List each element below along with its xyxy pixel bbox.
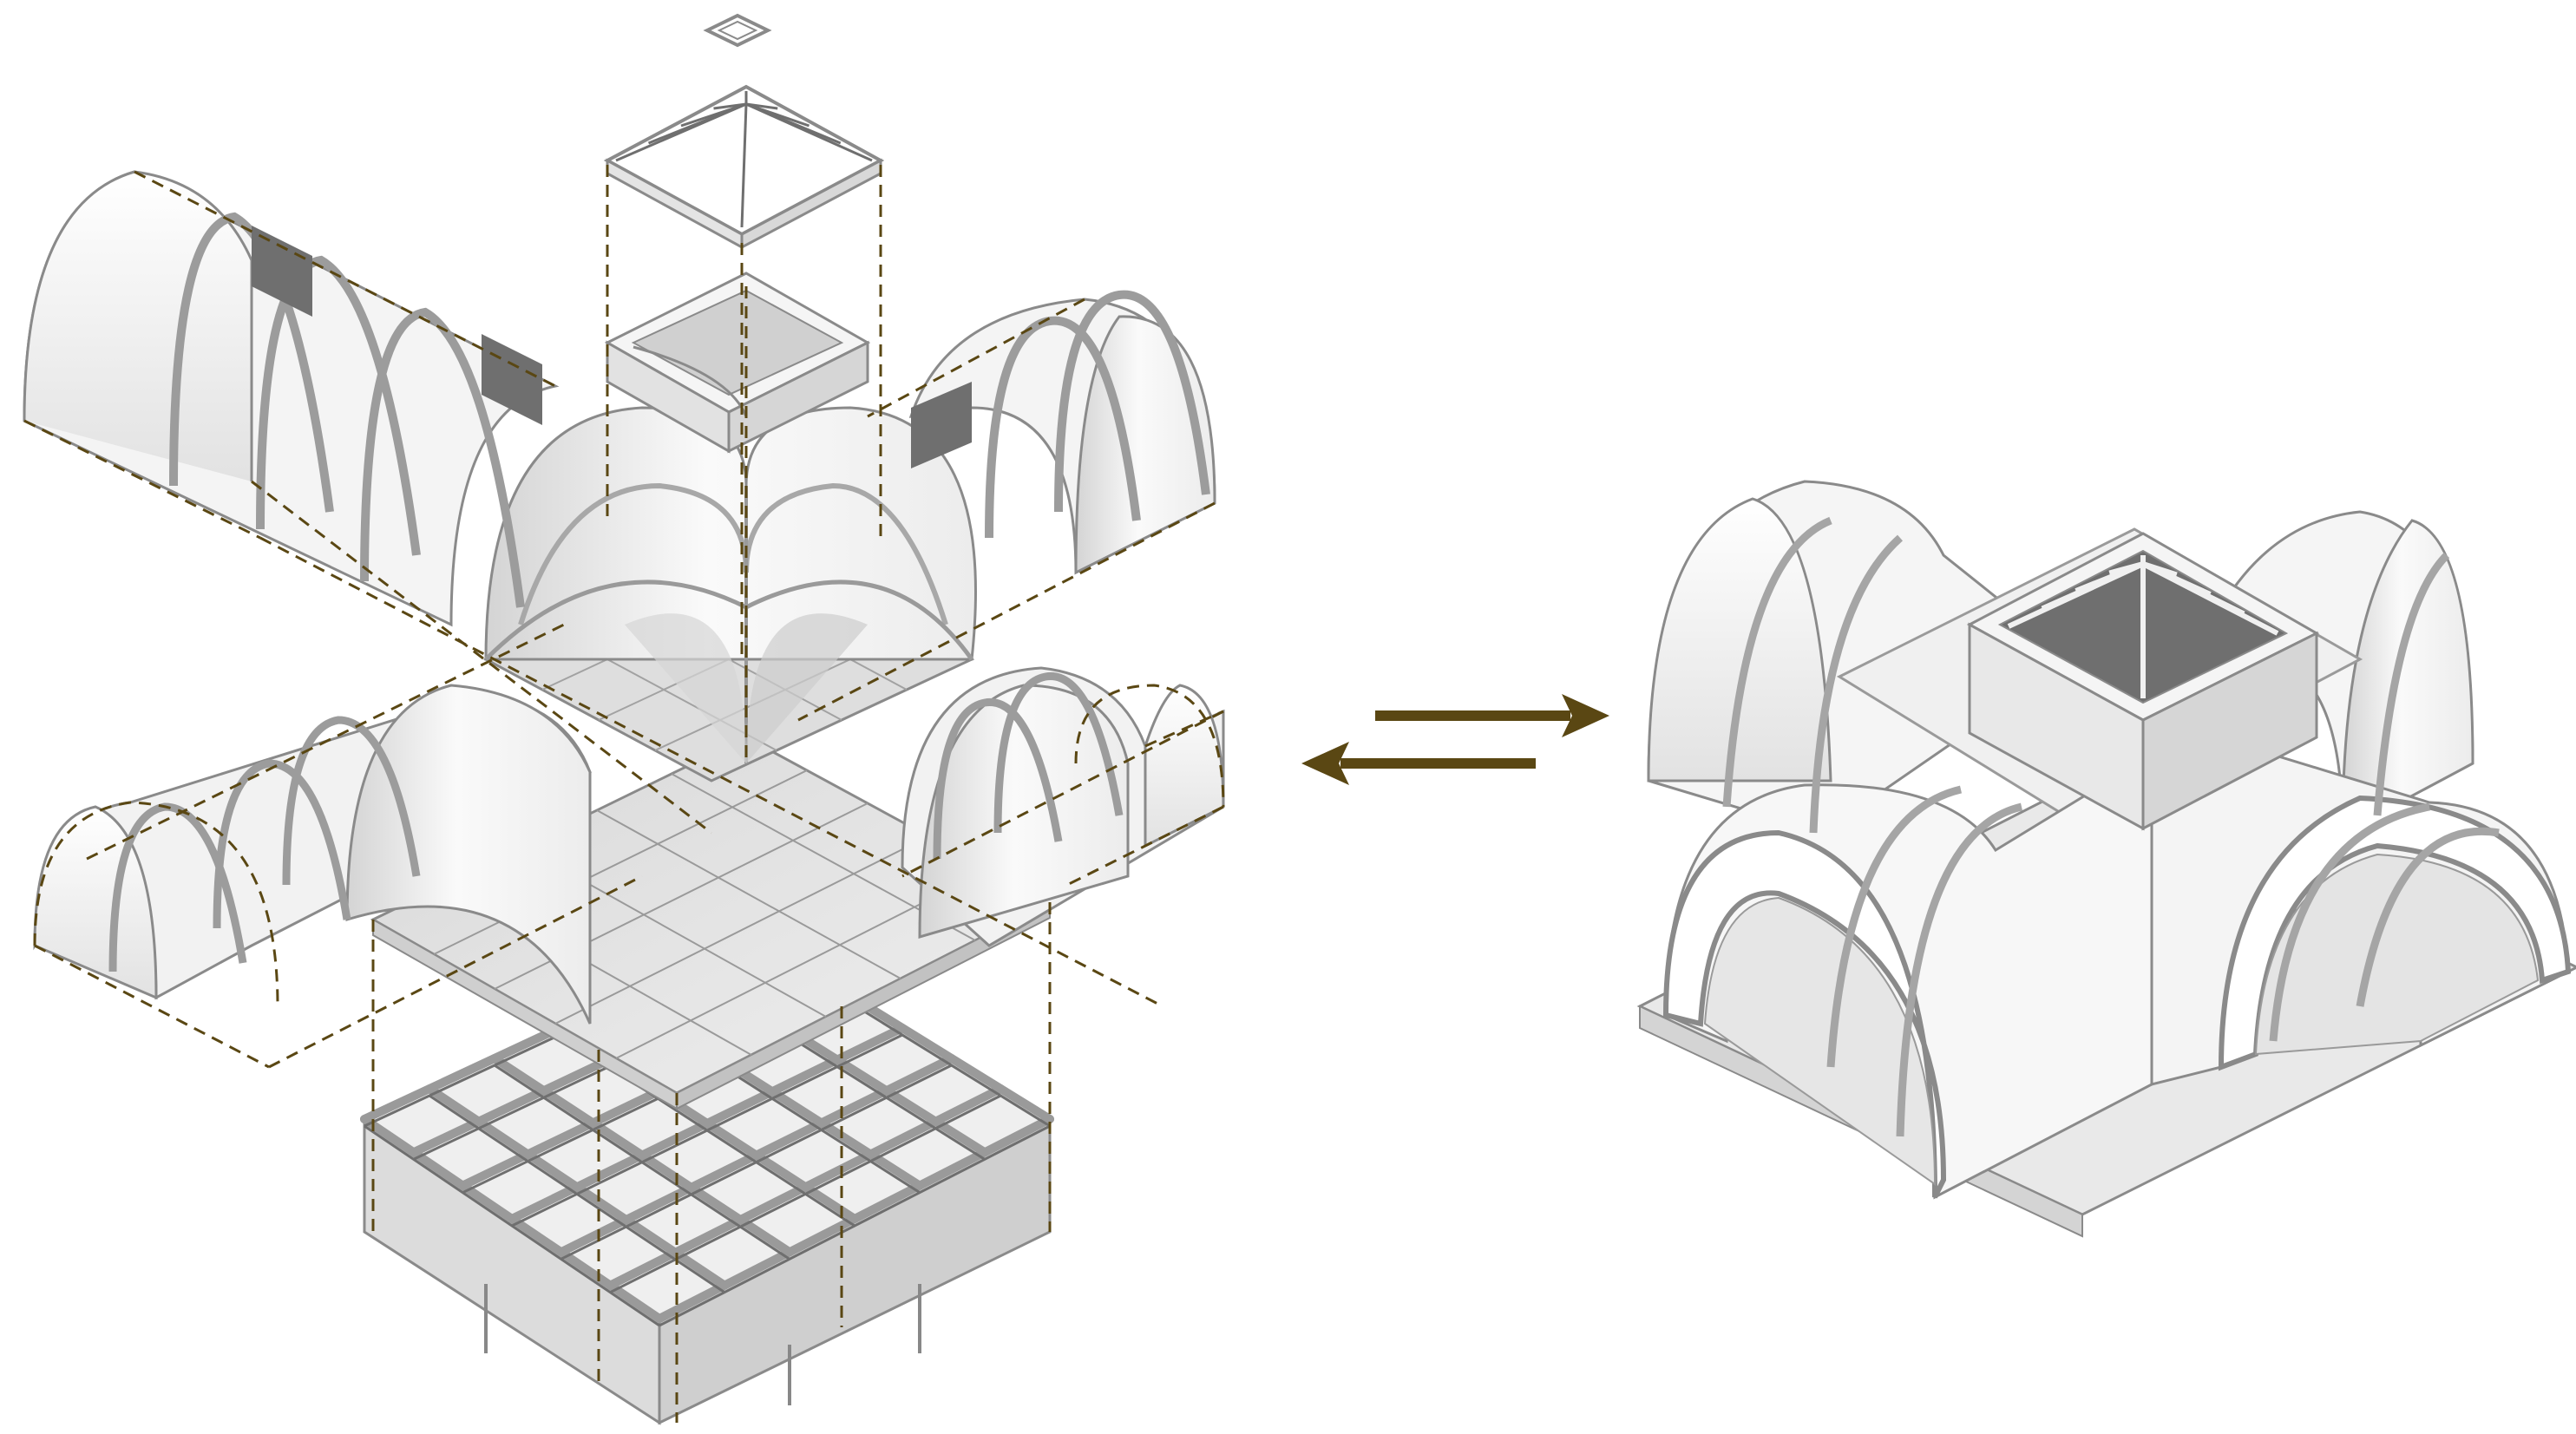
arch-rib: [993, 671, 1124, 834]
frame-beam-shadow: [609, 1094, 1002, 1294]
guide-arch: [1074, 684, 1225, 808]
groin-vault-crossing: [484, 406, 977, 763]
lantern-rib: [2108, 561, 2144, 576]
floor-joint: [596, 809, 901, 979]
lantern-rib: [680, 102, 747, 128]
vault-rib: [1722, 516, 1832, 808]
arch-rib: [282, 716, 421, 886]
guide-line: [901, 710, 1224, 878]
vault-rib: [2356, 828, 2500, 1007]
barrel-vault-upper-left: [23, 170, 560, 627]
guide-line: [259, 536, 1163, 1008]
barrel-vault-lower-left: [33, 684, 592, 1025]
arch-rib: [1054, 290, 1210, 513]
vault-rib: [1896, 802, 2023, 1137]
guide-line: [268, 874, 643, 1069]
floor-joint: [433, 769, 808, 955]
lantern-rib: [713, 102, 747, 110]
roof-lantern-cap: [703, 13, 772, 48]
arch-rib: [213, 759, 351, 929]
frame-beam: [606, 1084, 1006, 1290]
arch-rib: [256, 255, 421, 556]
lantern-rib: [740, 103, 748, 228]
double-arrow-icon: [1301, 694, 1609, 785]
barrel-vault-upper-right: [908, 290, 1216, 575]
exploded-view: [23, 13, 1225, 1425]
guide-line: [34, 944, 270, 1069]
arch-rib: [169, 212, 334, 513]
arch-rib: [933, 697, 1063, 860]
vault-rib: [2269, 802, 2430, 1042]
frame-beam: [655, 1115, 1054, 1323]
arrow-left-head: [1301, 742, 1349, 785]
vault-rib: [1826, 785, 1963, 1068]
guide-line: [1066, 805, 1224, 887]
frame-beam-shadow: [659, 1124, 1051, 1327]
guide-line: [251, 480, 712, 835]
barrel-vault-lower-right: [901, 666, 1225, 947]
arch-rib: [985, 316, 1141, 539]
arrow-right-head: [1562, 694, 1609, 737]
guide-line: [86, 623, 565, 861]
floor-joint: [554, 835, 929, 1025]
steel-frame-grid: [360, 933, 1054, 1425]
arch-rib: [360, 307, 525, 608]
assembled-cross-vault: [1636, 480, 2576, 1238]
lantern-rib: [2141, 561, 2279, 636]
guide-line: [1144, 710, 1224, 748]
roof-lantern: [603, 84, 885, 250]
guide-arch: [33, 801, 279, 1007]
vault-rib: [1809, 534, 1903, 834]
guide-line: [23, 419, 261, 540]
exploded-guide-lines: [23, 165, 1225, 1423]
guide-line: [867, 298, 1085, 418]
lantern-rib: [745, 102, 873, 162]
vault-rib: [2373, 552, 2450, 816]
